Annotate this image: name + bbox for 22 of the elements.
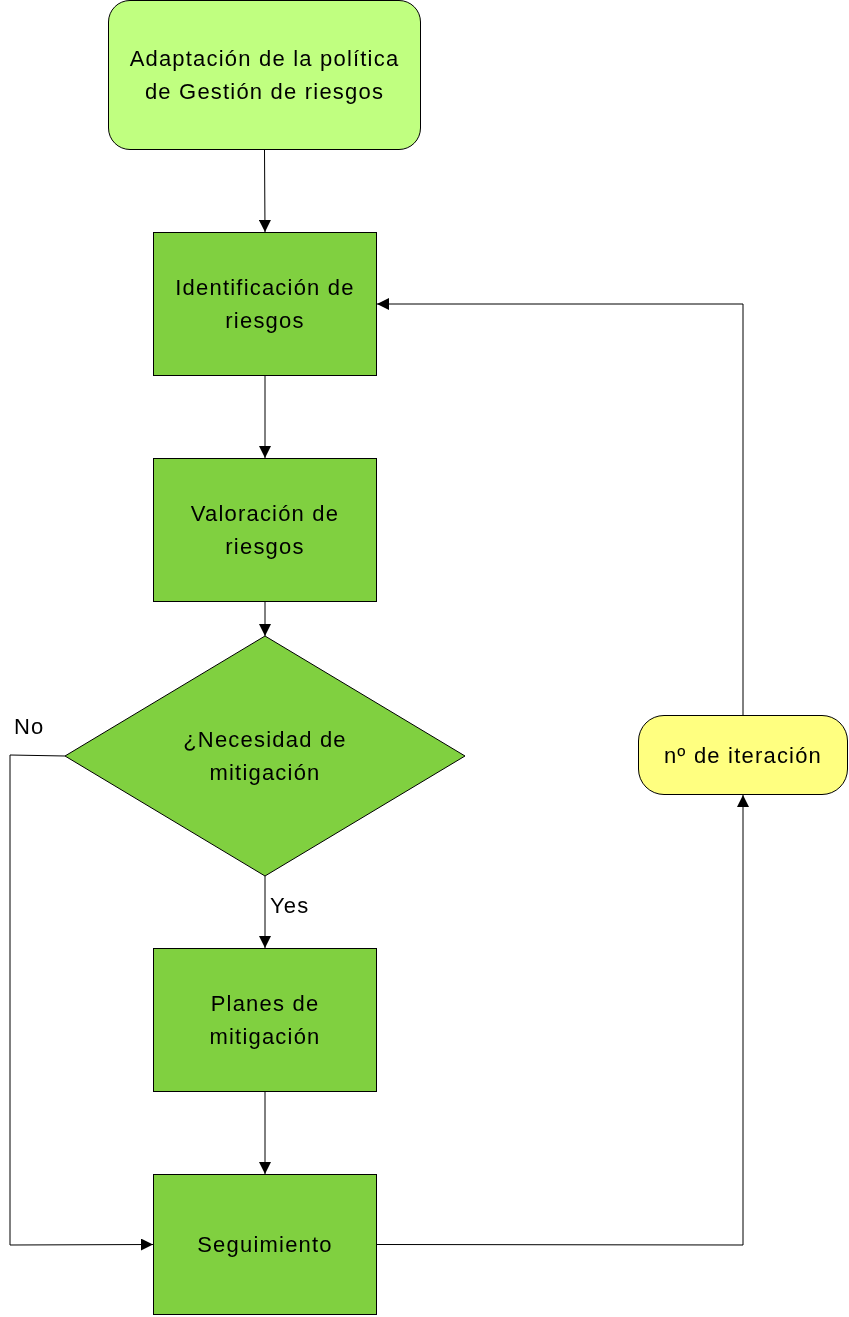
node-label: ¿Necesidad de mitigación [182, 726, 348, 787]
node-label: nº de iteración [663, 741, 823, 770]
arrow [259, 375, 271, 459]
terminal-box [638, 715, 848, 795]
decision-diamond [65, 636, 465, 876]
arrow [259, 601, 271, 637]
arrow [259, 875, 271, 949]
arrow [9, 754, 154, 1251]
node-label: Valoración de riesgos [189, 500, 341, 561]
node-label: Adaptación de la política de Gestión de riesgos [128, 45, 401, 106]
node-label: Identificación de riesgos [174, 274, 356, 335]
process-box [153, 458, 377, 602]
process-box [153, 948, 377, 1092]
arrow [376, 298, 744, 716]
start-box [108, 0, 421, 150]
process-box [153, 232, 377, 376]
arrow [376, 794, 749, 1246]
node-label: Seguimiento [197, 1231, 333, 1259]
arrow [258, 149, 271, 233]
arrow [259, 1091, 271, 1175]
node-label: Planes de mitigación [208, 990, 322, 1051]
process-box [153, 1174, 377, 1315]
